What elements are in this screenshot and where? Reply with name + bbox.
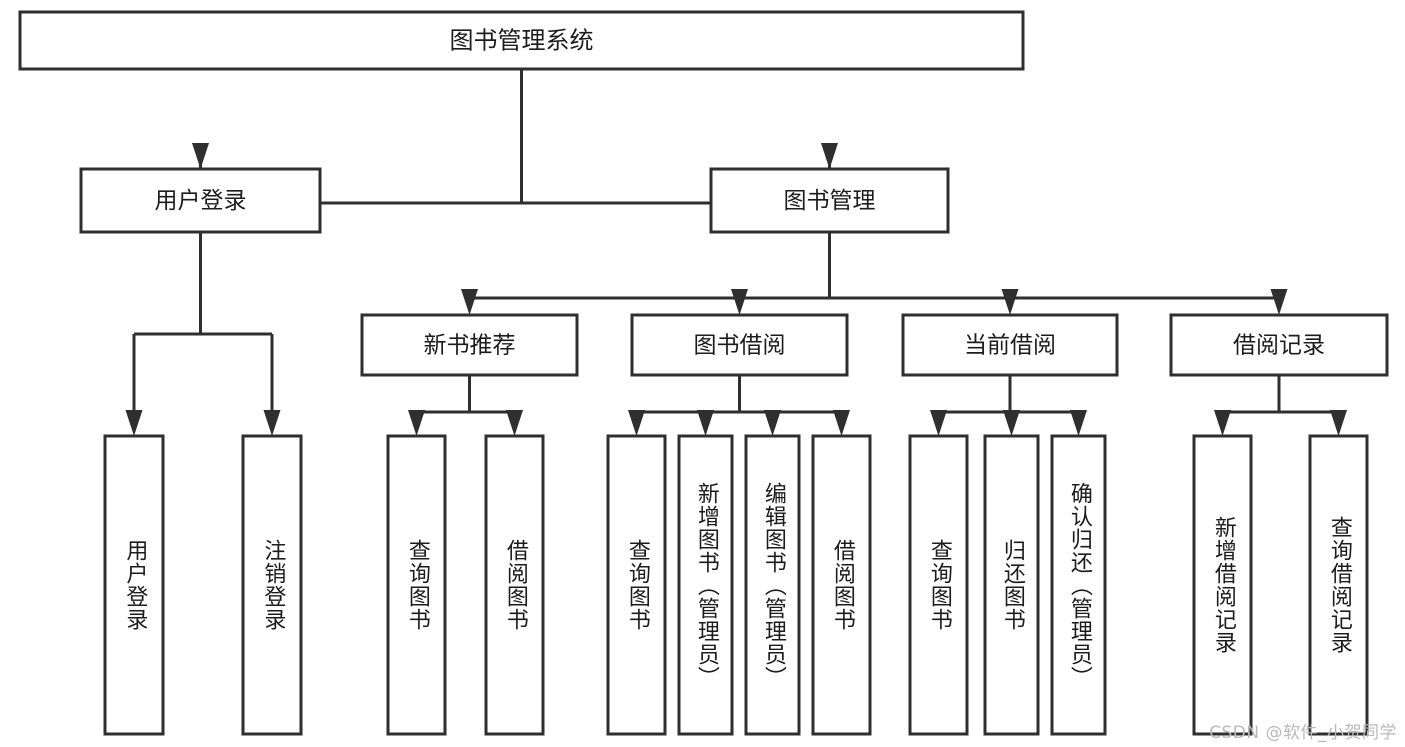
node-box-leaf_edit_book[interactable]: [744, 434, 801, 736]
node-box-leaf_query_record[interactable]: [1308, 434, 1369, 736]
node-box-leaf_confirm_return[interactable]: [1050, 434, 1107, 736]
arrow-head-leaf_query_book_2: [628, 410, 645, 436]
node-box-leaf_return_book[interactable]: [983, 434, 1040, 736]
node-box-leaf_borrow_book_2[interactable]: [811, 434, 872, 736]
arrow-head-leaf_query_record: [1330, 410, 1347, 436]
node-box-leaf_user_login[interactable]: [103, 434, 165, 736]
node-box-book_mgmt[interactable]: [709, 167, 950, 234]
arrow-head-leaf_edit_book: [764, 410, 781, 436]
node-label-user_login: 用户登录: [155, 188, 247, 214]
node-box-leaf_query_book_2[interactable]: [606, 434, 667, 736]
node-box-leaf_logout[interactable]: [241, 434, 303, 736]
node-label-book_borrow: 图书借阅: [694, 333, 786, 359]
node-box-new_book_rec[interactable]: [360, 313, 579, 377]
arrow-head-leaf_query_book_1: [408, 410, 425, 436]
node-label-new_book_rec: 新书推荐: [424, 333, 516, 359]
boxes-layer: [18, 10, 1389, 736]
arrow-head-user_login: [192, 143, 209, 169]
node-box-book_borrow[interactable]: [630, 313, 849, 377]
arrow-head-borrow_record: [1270, 289, 1288, 315]
node-label-borrow_record: 借阅记录: [1233, 333, 1325, 359]
watermark-text: CSDN @软件_小贺同学: [1209, 723, 1397, 743]
node-box-leaf_add_record[interactable]: [1192, 434, 1253, 736]
node-box-leaf_add_book[interactable]: [677, 434, 734, 736]
node-box-user_login[interactable]: [79, 167, 322, 234]
node-label-current_borrow: 当前借阅: [964, 333, 1056, 359]
node-label-book_mgmt: 图书管理: [784, 188, 876, 214]
arrow-head-leaf_query_book_3: [930, 410, 947, 436]
connectors-layer: [125, 69, 1347, 436]
arrow-head-leaf_logout: [263, 410, 281, 436]
arrow-head-current_borrow: [1001, 289, 1019, 315]
node-label-root: 图书管理系统: [450, 27, 594, 55]
arrow-head-book_mgmt: [821, 143, 838, 169]
arrow-head-leaf_user_login: [125, 410, 143, 436]
arrow-head-leaf_add_record: [1214, 410, 1231, 436]
node-box-current_borrow[interactable]: [901, 313, 1119, 377]
node-box-root[interactable]: [18, 10, 1025, 71]
arrow-head-leaf_borrow_book_2: [833, 410, 850, 436]
node-box-leaf_query_book_1[interactable]: [386, 434, 447, 736]
arrow-head-new_book_rec: [461, 289, 478, 315]
arrow-head-leaf_add_book: [697, 410, 714, 436]
arrow-head-leaf_borrow_book_1: [506, 410, 523, 436]
node-box-borrow_record[interactable]: [1169, 313, 1389, 377]
arrow-head-leaf_confirm_return: [1070, 410, 1087, 436]
arrow-head-leaf_return_book: [1003, 410, 1020, 436]
node-box-leaf_borrow_book_1[interactable]: [484, 434, 545, 736]
node-box-leaf_query_book_3[interactable]: [908, 434, 969, 736]
arrow-head-book_borrow: [731, 289, 748, 315]
